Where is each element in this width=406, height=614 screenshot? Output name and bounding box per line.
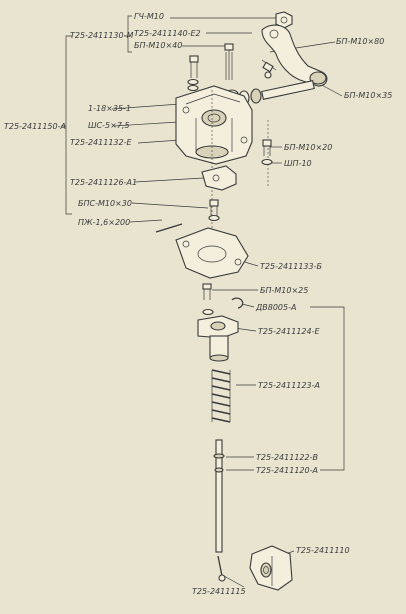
- bolt-angled: [261, 59, 277, 79]
- wire-pzh: [155, 223, 183, 233]
- label-t25-2411120-a: Т25-2411120-А: [256, 466, 318, 475]
- label-t25-2411110: Т25-2411110: [296, 546, 350, 555]
- label-bps-m10x30: БПС-М10×30: [78, 199, 132, 208]
- fork-t25-2411110: [249, 545, 293, 591]
- bolt-bp-m10x20: [261, 139, 273, 166]
- part-labels: ГЧ-М10 Т25-2411130-М Т25-2411140-Е2 БП-М…: [4, 12, 392, 596]
- parts: [155, 11, 328, 591]
- washer-1: [187, 78, 199, 86]
- flange-t25-2411124: [197, 315, 239, 362]
- bolt-bp-m10x80: [224, 43, 234, 80]
- bolt-bp-m10x40: [189, 55, 199, 78]
- label-t25-2411150-a: Т25-2411150-А: [4, 122, 66, 131]
- label-t25-2411122-v: Т25-2411122-В: [256, 453, 318, 462]
- rod-t25-2411122: [213, 439, 225, 553]
- housing-t25-2411132: [175, 85, 253, 165]
- label-t25-2411126-a1: Т25-2411126-А1: [70, 178, 137, 187]
- label-t25-2411133-b: Т25-2411133-Б: [260, 262, 322, 271]
- label-shs-5x7-5: ШС-5×7,5: [88, 121, 130, 130]
- label-bp-m10x25: БП-М10×25: [260, 286, 308, 295]
- bolt-bp-m10x25: [202, 283, 212, 300]
- nut-gch-m10: [275, 11, 293, 29]
- spring-t25-2411123: [211, 369, 231, 423]
- label-t25-2411124-e: Т25-2411124-Е: [258, 327, 320, 336]
- label-gch-m10: ГЧ-М10: [134, 12, 164, 21]
- gasket-t25-2411133: [175, 227, 249, 279]
- label-dv8005-a: ДВ8005-А: [255, 303, 296, 312]
- label-t25-2411123-a: Т25-2411123-А: [258, 381, 320, 390]
- label-bp-m10x35: БП-М10×35: [344, 91, 392, 100]
- bolt-bps-m10x30: [208, 199, 220, 222]
- label-t25-2411140-e2: Т25-2411140-Е2: [134, 29, 201, 38]
- label-bp-m10x40: БП-М10×40: [134, 41, 182, 50]
- washer-2: [187, 84, 199, 92]
- label-shp-10: ШП-10: [284, 159, 312, 168]
- lever-t25-2411140: [261, 24, 328, 87]
- label-1-18x35-1: 1-18×35-1: [88, 104, 131, 113]
- pin-t25-2411115: [217, 555, 226, 582]
- washer-3: [202, 308, 214, 316]
- label-t25-2411115: Т25-2411115: [192, 587, 246, 596]
- label-t25-2411130-m: Т25-2411130-М: [70, 31, 133, 40]
- label-pzh-1-6x200: ПЖ-1,6×200: [78, 218, 130, 227]
- label-bp-m10x20: БП-М10×20: [284, 143, 332, 152]
- bracket-t25-2411126: [201, 165, 237, 191]
- circlip-dv8005: [231, 297, 244, 309]
- label-bp-m10x80: БП-М10×80: [336, 37, 384, 46]
- label-t25-2411132-e: Т25-2411132-Е: [70, 138, 132, 147]
